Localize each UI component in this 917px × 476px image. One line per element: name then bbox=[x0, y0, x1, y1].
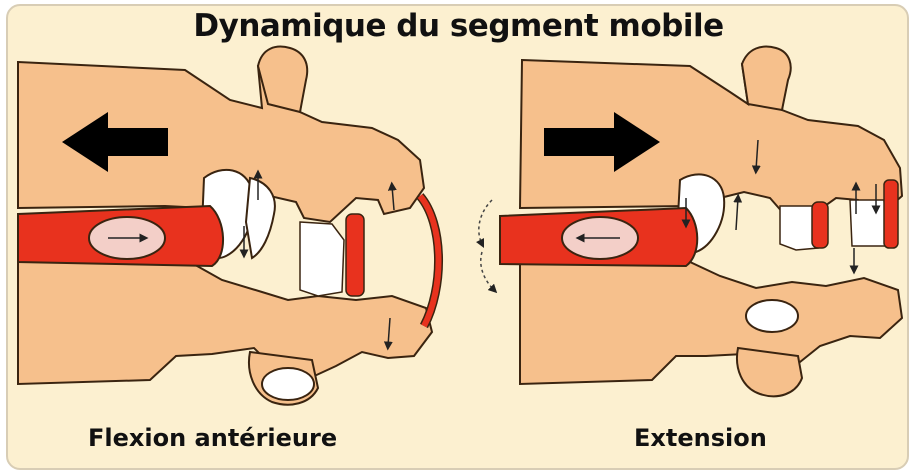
interspinous-ligament bbox=[812, 202, 828, 248]
interspinous-ligament bbox=[346, 214, 364, 296]
foramen bbox=[262, 368, 314, 400]
extension-panel bbox=[479, 47, 902, 397]
lower-vertebra bbox=[18, 262, 432, 384]
foramen bbox=[746, 300, 798, 332]
caption-flexion: Flexion antérieure bbox=[88, 424, 337, 452]
flexion-panel bbox=[18, 47, 439, 405]
facet-space-inner bbox=[246, 178, 275, 258]
lower-vertebra bbox=[520, 262, 902, 384]
interlaminar-space bbox=[300, 222, 344, 296]
inferior-process bbox=[737, 348, 802, 396]
supraspinous-ligament bbox=[884, 180, 898, 248]
superior-process bbox=[742, 47, 791, 110]
caption-extension: Extension bbox=[634, 424, 767, 452]
